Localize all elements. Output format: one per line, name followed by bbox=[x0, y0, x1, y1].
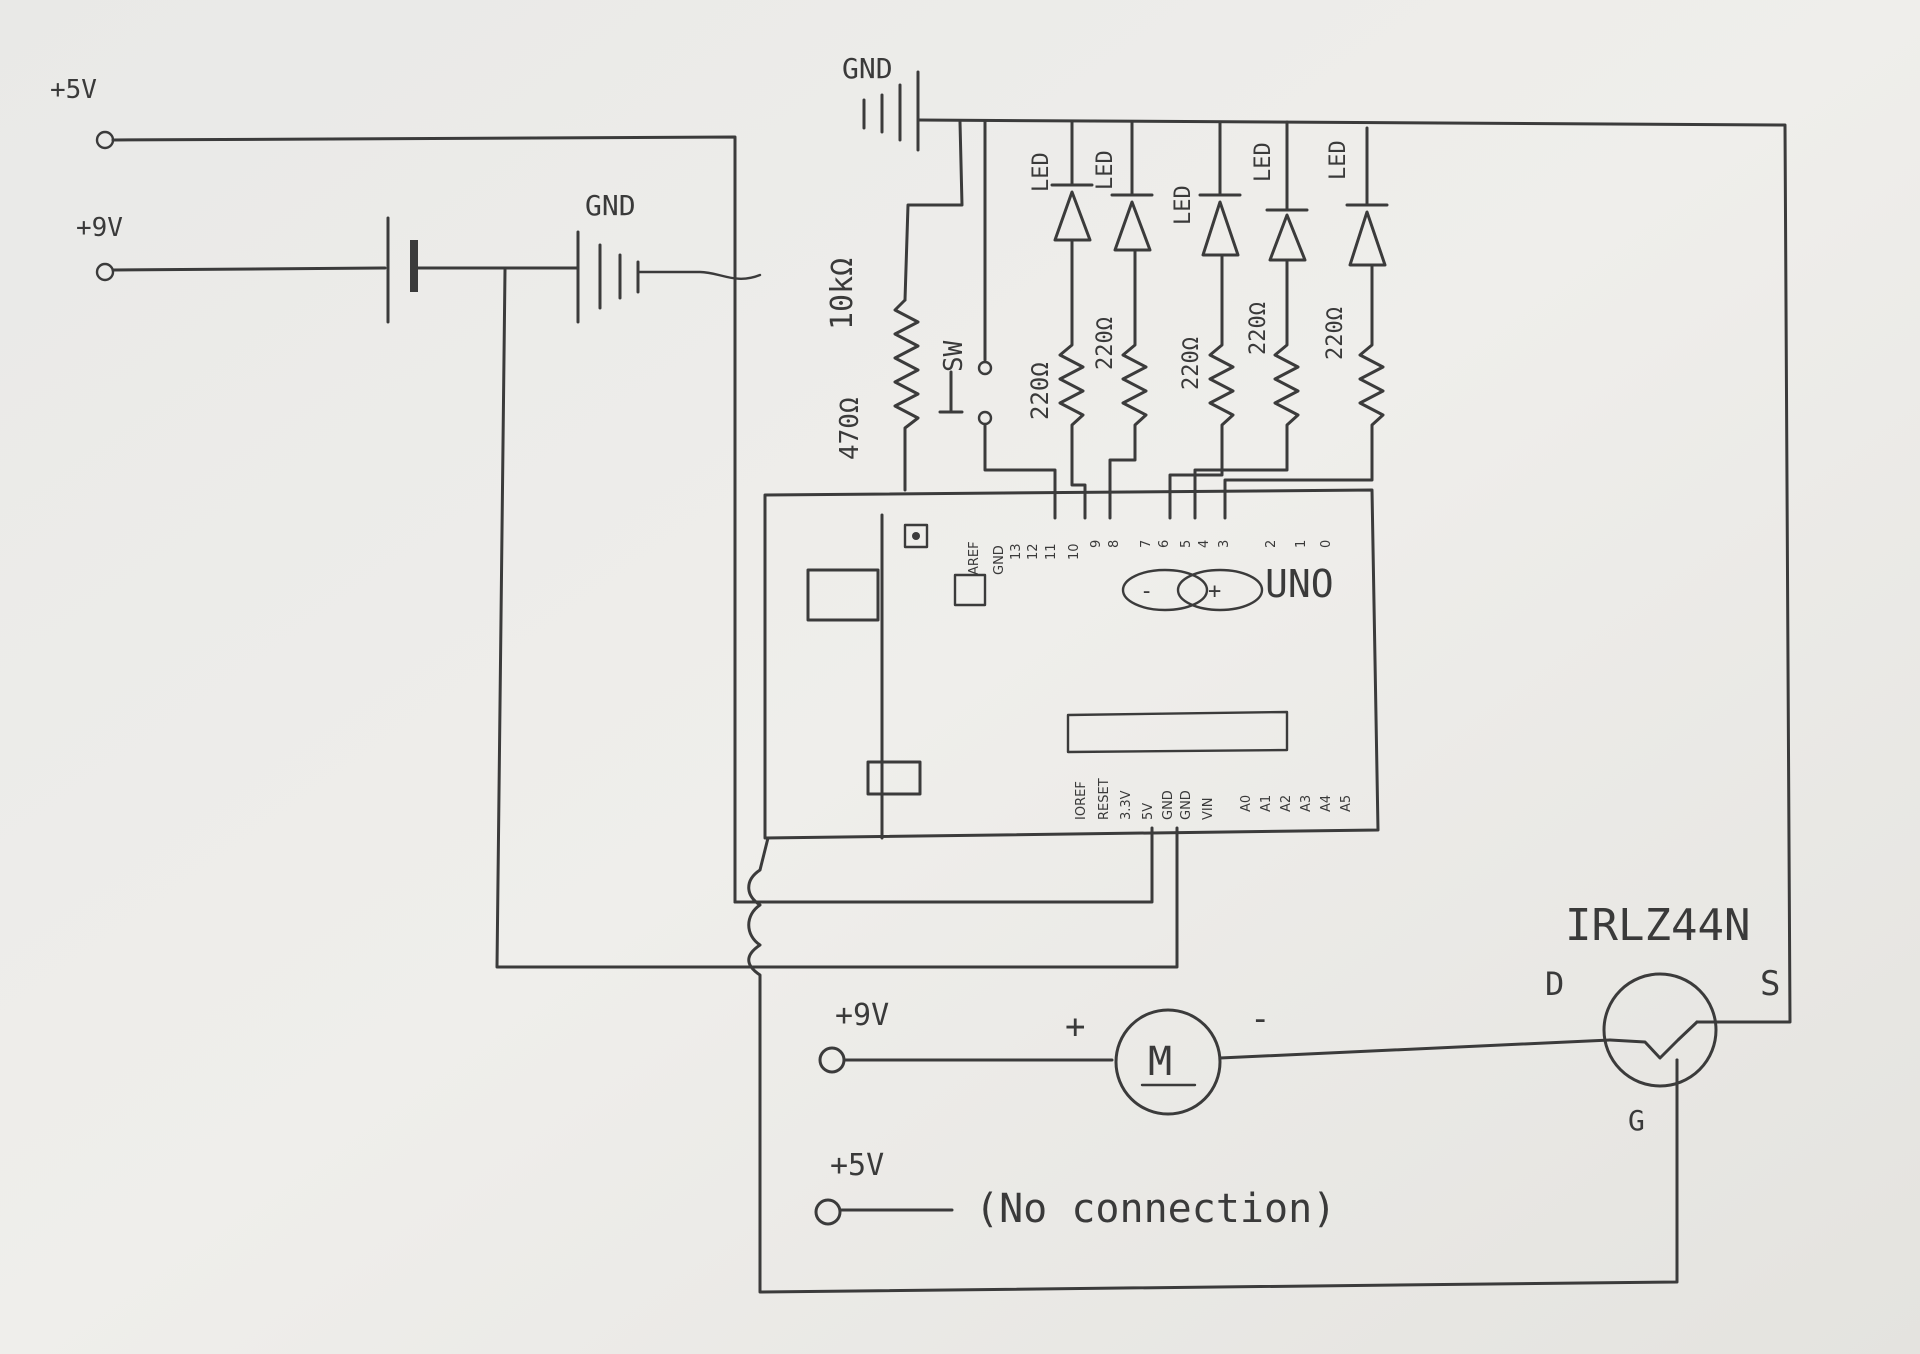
label-nc-note: (No connection) bbox=[975, 1186, 1336, 1232]
label-motor-plus: + bbox=[1065, 1007, 1085, 1047]
pin-a4: A4 bbox=[1319, 795, 1334, 812]
led-4-resistor bbox=[1193, 258, 1300, 520]
label-gnd-top: GND bbox=[842, 52, 893, 85]
resistor-10k-470 bbox=[893, 298, 920, 492]
led-3-resistor bbox=[1168, 253, 1235, 520]
pin-gnd-top: GND bbox=[992, 545, 1007, 575]
label-led-3: LED bbox=[1171, 185, 1196, 225]
switch-actuator bbox=[938, 370, 964, 414]
pin-7: 7 bbox=[1139, 540, 1154, 548]
pin-0: 0 bbox=[1319, 540, 1334, 548]
terminal-nc-5v bbox=[814, 1198, 842, 1226]
pin-4: 4 bbox=[1197, 540, 1212, 548]
label-led-4: LED bbox=[1251, 142, 1276, 182]
pin-aref: AREF bbox=[967, 541, 982, 575]
label-led-1: LED bbox=[1029, 152, 1054, 192]
led-array: LED 220Ω LED 220Ω LED 220Ω LED 220Ω LED … bbox=[1026, 120, 1389, 520]
pin-10: 10 bbox=[1067, 543, 1082, 560]
label-switch: SW bbox=[939, 340, 969, 372]
pin-gnd-1: GND bbox=[1161, 790, 1176, 820]
switch-contact-top bbox=[977, 360, 993, 376]
power-jack bbox=[866, 760, 922, 796]
wire-5v-to-arduino bbox=[733, 826, 1154, 904]
wire-5v-rail bbox=[111, 135, 737, 904]
led-2-resistor bbox=[1108, 248, 1148, 520]
label-r220-5: 220Ω bbox=[1323, 307, 1348, 360]
reset-button bbox=[903, 523, 929, 549]
label-mosfet-source: S bbox=[1760, 964, 1780, 1004]
label-r220-4: 220Ω bbox=[1246, 302, 1271, 355]
ground-symbol-top bbox=[862, 70, 920, 152]
wire-10k-top bbox=[903, 120, 964, 302]
label-gnd-mid: GND bbox=[585, 189, 636, 222]
pin-a2: A2 bbox=[1279, 795, 1294, 812]
label-motor-m: M bbox=[1148, 1039, 1172, 1085]
wire-motor-to-drain bbox=[1218, 1038, 1612, 1060]
arduino-uno-board: UNO - + bbox=[763, 488, 1380, 840]
pin-reset: RESET bbox=[1097, 778, 1112, 820]
pin-13: 13 bbox=[1009, 543, 1024, 560]
pin-a3: A3 bbox=[1299, 795, 1314, 812]
pin-gnd-2: GND bbox=[1179, 790, 1194, 820]
pin-8: 8 bbox=[1107, 540, 1122, 548]
mosfet-symbol bbox=[1602, 972, 1718, 1088]
wire-gnd-rail bbox=[916, 118, 1792, 1024]
label-r470: 470Ω bbox=[835, 397, 865, 460]
pin-9: 9 bbox=[1089, 540, 1104, 548]
label-plus9v-top: +9V bbox=[76, 213, 123, 243]
label-mosfet-drain: D bbox=[1545, 965, 1564, 1003]
pin-a5: A5 bbox=[1339, 795, 1354, 812]
terminal-plus9v-top bbox=[95, 262, 115, 282]
wire-battery-to-gnd bbox=[495, 268, 1179, 969]
led-5-resistor bbox=[1223, 263, 1385, 520]
label-r220-1: 220Ω bbox=[1026, 362, 1054, 420]
label-motor-supply: +9V bbox=[835, 998, 889, 1033]
ground-symbol-mid bbox=[576, 230, 762, 324]
label-led-5: LED bbox=[1326, 140, 1351, 180]
motor-symbol bbox=[1114, 1008, 1222, 1116]
pin-ioref: IOREF bbox=[1074, 781, 1089, 820]
pin-a1: A1 bbox=[1259, 795, 1274, 812]
arduino-logo: - + bbox=[1121, 568, 1264, 612]
label-r10k: 10kΩ bbox=[825, 258, 860, 330]
atmega-chip bbox=[1066, 710, 1289, 754]
pin-vin: VIN bbox=[1201, 798, 1216, 820]
svg-text:+: + bbox=[1208, 579, 1221, 604]
chip-component bbox=[953, 573, 987, 607]
power-pin-header: IOREF RESET 3.3V 5V GND GND VIN A0 A1 A2… bbox=[1074, 778, 1354, 820]
led-1-resistor bbox=[1058, 238, 1087, 520]
pin-12: 12 bbox=[1026, 543, 1041, 560]
wire-gate-return bbox=[747, 836, 1679, 1294]
led-2-diode bbox=[1110, 193, 1154, 252]
top-pin-header: AREF GND 13 12 11 10 9 8 7 6 5 4 3 2 1 0 bbox=[967, 540, 1334, 575]
label-r220-2: 220Ω bbox=[1093, 317, 1118, 370]
label-plus5v-top: +5V bbox=[50, 75, 97, 105]
led-5-diode bbox=[1345, 203, 1389, 267]
label-motor-minus: - bbox=[1250, 999, 1270, 1039]
pin-a0: A0 bbox=[1239, 795, 1254, 812]
pin-2: 2 bbox=[1264, 540, 1279, 548]
label-led-2: LED bbox=[1093, 150, 1118, 190]
usb-port bbox=[806, 568, 880, 622]
label-nc-supply: +5V bbox=[830, 1148, 884, 1183]
pin-11: 11 bbox=[1044, 543, 1059, 560]
svg-text:-: - bbox=[1140, 579, 1153, 604]
label-mosfet-gate: G bbox=[1628, 1104, 1645, 1137]
pin-5v: 5V bbox=[1141, 803, 1156, 820]
label-r220-3: 220Ω bbox=[1179, 337, 1204, 390]
pin-3: 3 bbox=[1217, 540, 1232, 548]
pin-3v3: 3.3V bbox=[1119, 790, 1134, 820]
label-mosfet-part: IRLZ44N bbox=[1565, 900, 1750, 951]
pin-6: 6 bbox=[1157, 540, 1172, 548]
pin-1: 1 bbox=[1294, 540, 1309, 548]
battery-symbol bbox=[111, 216, 580, 324]
pin-5: 5 bbox=[1179, 540, 1194, 548]
arduino-name: UNO bbox=[1265, 562, 1334, 606]
